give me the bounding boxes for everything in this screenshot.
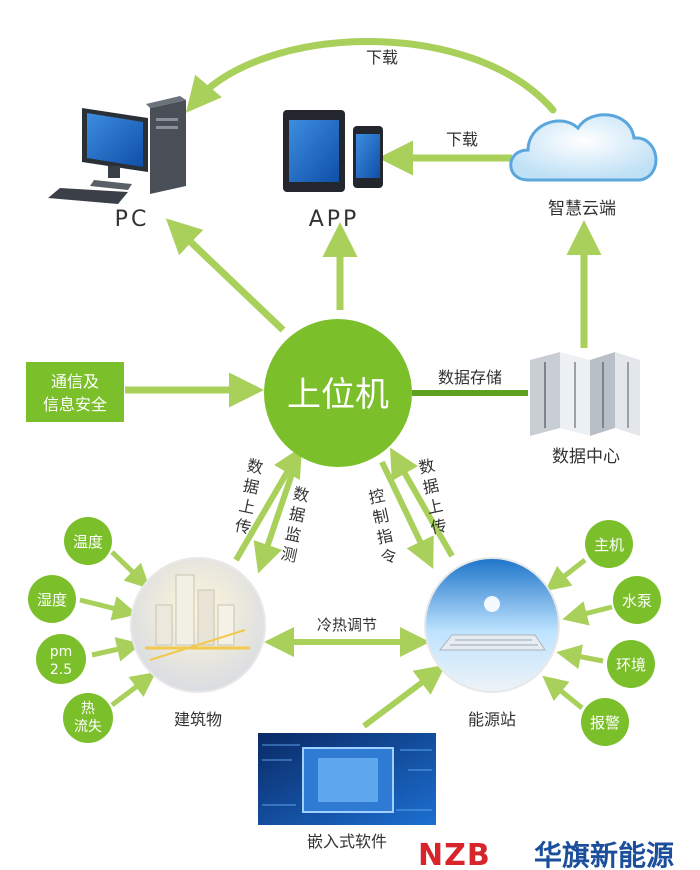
download-mid-label: 下载 <box>446 130 478 149</box>
vchar: 传 <box>429 516 449 538</box>
vchar: 据 <box>421 476 441 498</box>
embedded-node: 嵌入式软件 <box>258 733 436 851</box>
embedded-arrow <box>362 664 446 729</box>
vchar: 上 <box>237 496 257 518</box>
vchar: 监 <box>283 524 303 546</box>
building-upload-arrow <box>233 446 303 562</box>
cloud-node: 智慧云端 <box>509 113 658 219</box>
vchar: 令 <box>379 546 399 568</box>
sensor-label: 湿度 <box>37 591 67 609</box>
brand-logo: NZB 华旗新能源 <box>418 838 674 870</box>
vchar: 控 <box>367 486 387 508</box>
vchar: 数 <box>417 456 437 478</box>
app-label: APP <box>309 207 360 232</box>
cloud-icon <box>509 113 658 182</box>
vchar: 据 <box>241 476 261 498</box>
brand-name: 华旗新能源 <box>534 839 674 870</box>
sensor-arrow <box>110 672 156 707</box>
security-line2: 信息安全 <box>43 395 107 414</box>
sensor-label: 流失 <box>74 719 102 735</box>
sensor-label: pm <box>50 644 73 660</box>
building-monitor-arrow <box>253 461 299 574</box>
sensor-alarm: 报警 <box>581 698 629 746</box>
building-node: 建筑物 <box>130 557 266 729</box>
security-line1: 通信及 <box>51 372 99 391</box>
sensor-humidity: 湿度 <box>28 575 76 623</box>
sensor-label: 水泵 <box>622 592 652 610</box>
phone-icon <box>353 126 383 188</box>
download-arc-arrow <box>185 38 557 114</box>
storage-label: 数据存储 <box>438 368 502 387</box>
center-label: 上位机 <box>287 375 389 415</box>
sensor-label: 温度 <box>73 533 103 551</box>
center-node: 上位机 <box>264 319 412 467</box>
sensor-environment: 环境 <box>607 640 655 688</box>
sensor-arrow <box>79 596 138 621</box>
sensor-pm25: pm 2.5 <box>36 634 86 684</box>
building-label: 建筑物 <box>174 710 222 729</box>
vchar: 传 <box>233 516 253 538</box>
sensor-label: 2.5 <box>50 662 72 678</box>
vchar: 指 <box>375 526 395 548</box>
sensor-label: 报警 <box>590 714 620 732</box>
download-top-label: 下载 <box>366 48 398 67</box>
pc-node: PC <box>48 96 186 232</box>
sensor-heat-loss: 热 流失 <box>63 693 113 743</box>
monitor-label: 数 据 监 测 <box>279 484 311 566</box>
sensor-arrow <box>545 558 587 592</box>
energy-label: 能源站 <box>468 710 516 729</box>
cool-heat-label: 冷热调节 <box>317 616 377 634</box>
pc-computer-icon <box>48 96 186 204</box>
control-label: 控 制 指 令 <box>367 486 399 568</box>
sensor-label: 热 <box>81 701 95 717</box>
sensor-host: 主机 <box>585 520 633 568</box>
energy-upload-arrow <box>390 447 455 558</box>
sensor-pump: 水泵 <box>613 576 661 624</box>
vchar: 制 <box>371 506 391 528</box>
sensor-arrow <box>91 637 142 662</box>
upload-right-label: 数 据 上 传 <box>417 456 449 538</box>
energy-control-arrow <box>379 460 434 569</box>
center-circle <box>264 319 412 467</box>
embedded-label: 嵌入式软件 <box>307 832 387 851</box>
energy-node: 能源站 <box>424 557 560 729</box>
chip-icon <box>258 733 436 825</box>
datacenter-label: 数据中心 <box>552 447 620 467</box>
sensor-arrow <box>556 644 604 670</box>
vchar: 数 <box>291 484 311 506</box>
brand-logo-text: NZB <box>418 838 491 870</box>
pc-label: PC <box>115 207 150 232</box>
center-to-pc-arrow <box>165 218 286 333</box>
sensor-label: 环境 <box>616 656 646 674</box>
vchar: 据 <box>287 504 307 526</box>
building-icon <box>145 574 250 661</box>
arrows <box>79 38 613 729</box>
upload-left-label: 数 据 上 传 <box>233 456 265 538</box>
sensor-label: 主机 <box>594 536 624 554</box>
cloud-label: 智慧云端 <box>548 199 616 219</box>
datacenter-node: 数据中心 <box>530 352 640 467</box>
server-rack-icon <box>530 352 640 436</box>
sensor-temperature: 温度 <box>64 517 112 565</box>
sensor-arrow <box>110 550 151 589</box>
vchar: 上 <box>425 496 445 518</box>
energy-sensors: 主机 水泵 环境 报警 <box>581 520 661 746</box>
tablet-icon <box>283 110 345 192</box>
vchar: 数 <box>245 456 265 478</box>
security-box: 通信及 信息安全 <box>26 362 124 422</box>
sensor-arrow <box>542 675 584 710</box>
sensor-arrow <box>562 601 613 626</box>
app-node: APP <box>283 110 383 232</box>
energy-station-icon <box>438 596 546 651</box>
energy-circle <box>424 557 560 693</box>
vchar: 测 <box>279 544 299 566</box>
building-sensors: 温度 湿度 pm 2.5 热 流失 <box>28 517 113 743</box>
